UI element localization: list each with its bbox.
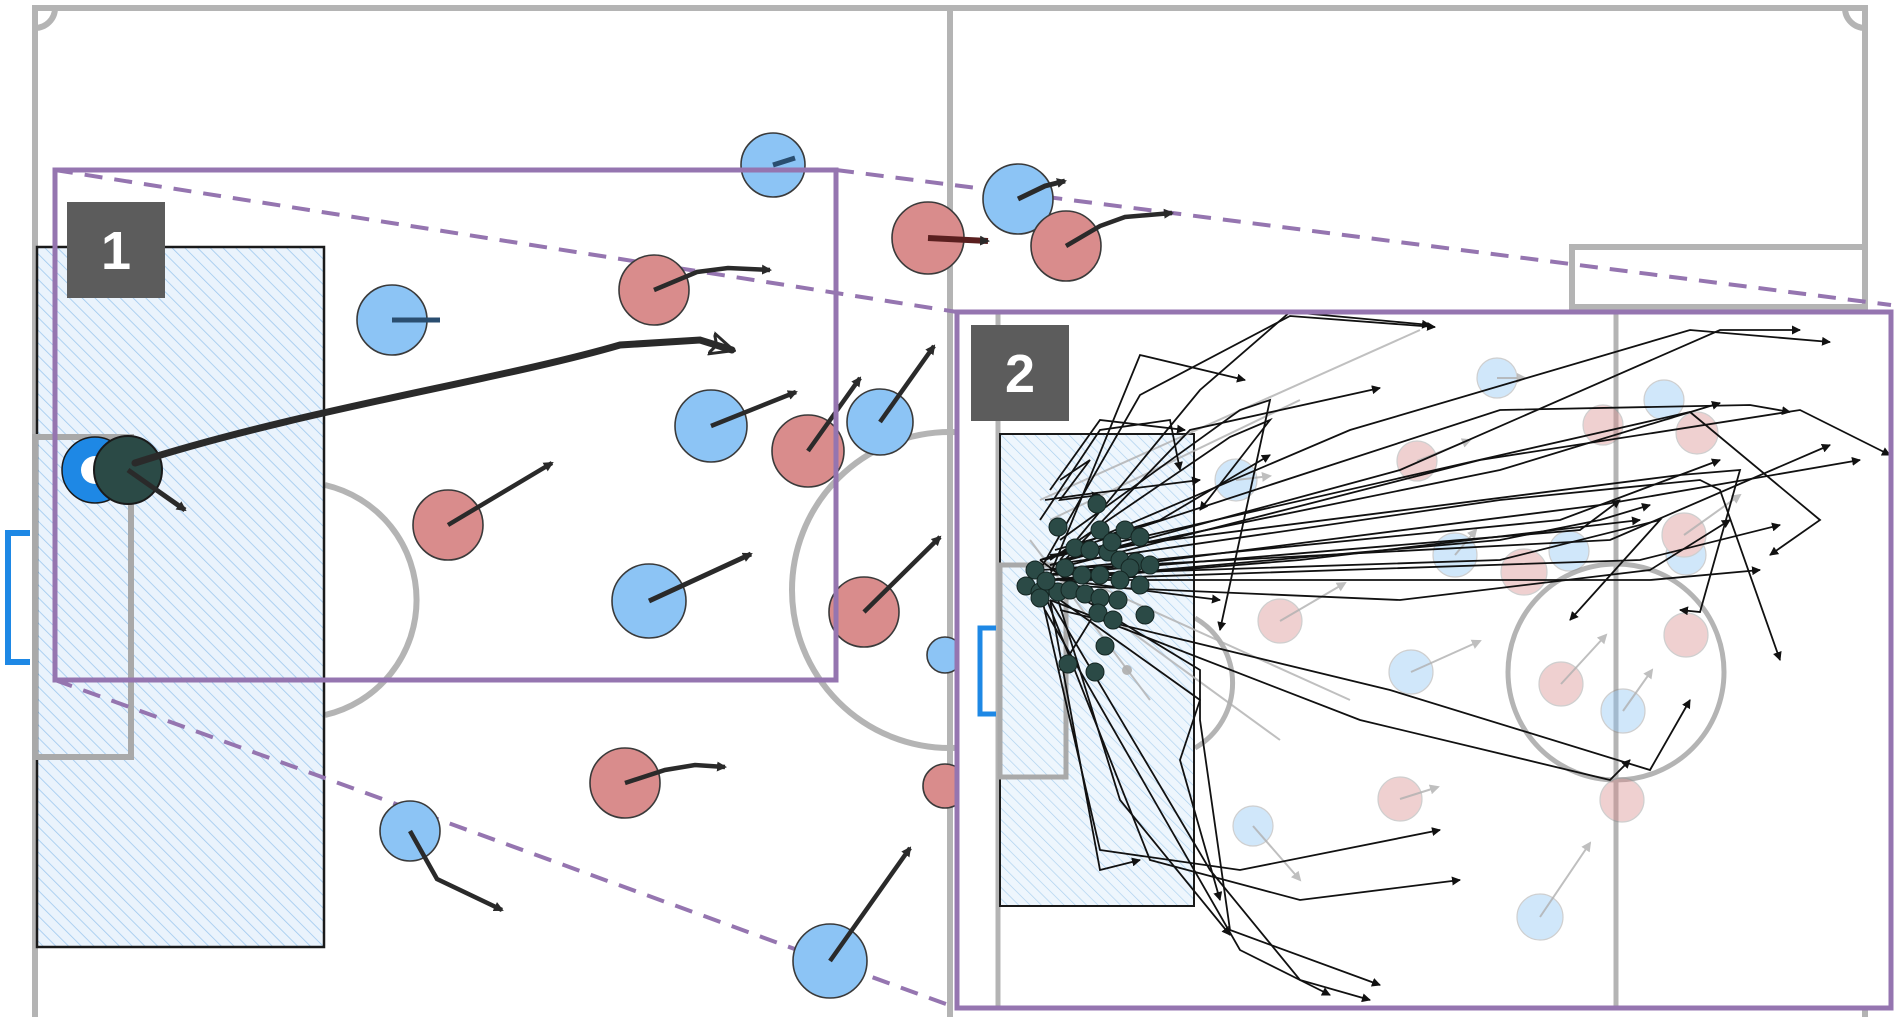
ball-carrier-icon (1030, 588, 1050, 608)
ball-carrier-icon (1090, 520, 1110, 540)
blue-player-icon (1665, 534, 1707, 576)
blue-player-icon (356, 284, 440, 356)
red-player-icon (589, 747, 727, 819)
ball-carrier-icon (1072, 565, 1092, 585)
blue-player-icon (740, 132, 806, 198)
penalty-area (35, 245, 326, 949)
red-player-icon (1675, 411, 1719, 455)
panel-2-frame (954, 309, 1894, 1011)
panel-2-inset: 2 (954, 309, 1894, 1011)
svg-text:2: 2 (1005, 344, 1035, 404)
ball-carrier-icon (1048, 517, 1068, 537)
red-player-icon (1500, 548, 1548, 596)
red-player-icon (412, 461, 554, 561)
blue-player-icon (792, 846, 912, 999)
ball-carrier-icon (1090, 565, 1110, 585)
ball-carrier-icon (1080, 540, 1100, 560)
blue-player-icon (982, 163, 1067, 235)
blue-player-icon (1548, 530, 1590, 572)
svg-text:1: 1 (101, 221, 131, 281)
ball-carrier-icon (1058, 654, 1078, 674)
ball-carrier-icon (1085, 662, 1105, 682)
goal-left (5, 530, 30, 665)
ball-carrier-icon (1108, 590, 1128, 610)
red-player-icon (1599, 777, 1645, 823)
ball-carrier-icon (1036, 571, 1056, 591)
blue-player-icon (674, 389, 798, 463)
blue-player-icon (379, 800, 504, 913)
ball-carrier-icon (1135, 605, 1155, 625)
ball-carrier-icon (1130, 527, 1150, 547)
blue-player-icon (846, 344, 936, 456)
ball-carrier-icon (1095, 636, 1115, 656)
red-player-icon (828, 535, 942, 648)
ball-carrier-icon (1055, 558, 1075, 578)
zoom-connector-lines (54, 168, 1892, 1010)
blue-player-icon (611, 551, 753, 639)
red-player-icon (891, 201, 990, 275)
red-player-icon (618, 254, 772, 326)
ball-carrier-icon (1103, 610, 1123, 630)
pass-arrow (131, 340, 732, 467)
red-player-icon (1663, 612, 1709, 658)
panel-2-label: 2 (971, 325, 1069, 421)
red-player-icon (1030, 208, 1174, 282)
goal-inset (977, 625, 996, 717)
ball-carrier-icon (1087, 494, 1107, 514)
ball-carrier-icon (1130, 575, 1150, 595)
ball-carrier-icon (1140, 555, 1160, 575)
ball-carrier-icon (1110, 570, 1130, 590)
ball-carrier-icon (1102, 532, 1122, 552)
ball-carrier-icon (93, 435, 187, 513)
panel-1-label: 1 (67, 202, 165, 298)
ball-carrier-cluster (1016, 494, 1160, 682)
panel-1-frame (52, 167, 839, 683)
